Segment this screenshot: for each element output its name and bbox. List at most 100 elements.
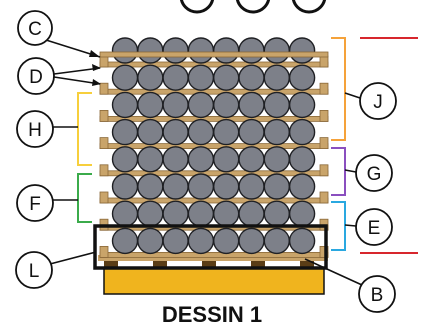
pipe [238, 118, 265, 146]
leader-lines [45, 39, 363, 286]
pipe [212, 227, 240, 255]
pipe [187, 37, 215, 64]
callout-d: D [17, 57, 55, 95]
batten-block [99, 164, 109, 177]
callout-label-d: D [29, 67, 43, 88]
bracket-h [77, 92, 92, 166]
arrowhead-c [89, 50, 100, 57]
batten-block [319, 137, 329, 150]
callout-h: H [16, 110, 54, 148]
leader-b [304, 258, 363, 286]
pallet-slat [128, 261, 143, 269]
pipe [111, 173, 139, 200]
cropped-circle [291, 0, 327, 14]
callout-label-g: G [367, 164, 382, 185]
pipe [187, 118, 215, 146]
pipe [212, 37, 240, 64]
pipe [288, 173, 316, 200]
pallet-slat [104, 261, 118, 269]
wood-batten [99, 170, 329, 177]
pipe [187, 227, 215, 255]
callout-label-f: F [29, 194, 41, 215]
callout-circle-j [359, 82, 397, 120]
pallet-top-board [98, 255, 328, 261]
pipe [137, 37, 164, 64]
callout-circle-g [355, 154, 393, 192]
arrowhead-d-lower [92, 79, 101, 86]
pipe [187, 64, 215, 91]
pallet-slat [153, 261, 167, 269]
leader-j [344, 92, 361, 99]
pallet-base [103, 267, 325, 295]
pipe [263, 64, 290, 91]
pipe [187, 146, 215, 173]
top-cropped-circles [179, 0, 327, 14]
pallet-slat [251, 261, 265, 269]
pipe [238, 146, 265, 173]
pipe [137, 227, 164, 255]
pallet-slat [202, 261, 216, 269]
pipe [263, 118, 290, 146]
pipe [111, 37, 139, 64]
pipe [212, 146, 240, 173]
callout-j: J [359, 82, 397, 120]
batten-block [99, 55, 109, 68]
callout-f: F [16, 184, 54, 222]
pipe [137, 173, 164, 200]
leader-d-lower [53, 76, 101, 85]
callout-circle-f [16, 184, 54, 222]
pallet [98, 255, 328, 295]
pipe [238, 64, 265, 91]
pipe [288, 146, 316, 173]
batten-block [99, 191, 109, 204]
pipe [162, 91, 189, 119]
callout-label-j: J [373, 92, 383, 113]
bracket-g [331, 147, 346, 196]
leader-d-upper [53, 67, 101, 75]
pipe [263, 200, 290, 227]
pipe [162, 173, 189, 200]
callout-b: B [358, 275, 396, 313]
pallet-slats [104, 261, 314, 269]
callout-l: L [15, 251, 53, 289]
wood-batten [99, 197, 329, 204]
batten-block [319, 110, 329, 122]
pipe [288, 118, 316, 146]
batten-block [319, 55, 329, 68]
callout-label-c: C [28, 19, 42, 40]
pipe [238, 227, 265, 255]
pipe [187, 91, 215, 119]
callout-e: E [355, 208, 393, 246]
pipe [238, 37, 265, 64]
pipe [288, 227, 316, 255]
wood-batten [99, 116, 329, 122]
cropped-circle [179, 0, 215, 14]
pallet-slat [177, 261, 192, 269]
bracket-e [331, 201, 346, 251]
pipe [187, 173, 215, 200]
pipe [263, 227, 290, 255]
cropped-circle [235, 0, 271, 14]
pipe [212, 91, 240, 119]
batten-block [99, 137, 109, 150]
pipe [212, 173, 240, 200]
pipe [162, 200, 189, 227]
pipe [263, 173, 290, 200]
pipe [111, 64, 139, 91]
pipe [212, 200, 240, 227]
callout-label-l: L [29, 261, 40, 282]
pipe [288, 91, 316, 119]
callout-label-b: B [371, 285, 384, 306]
leader-l [49, 251, 97, 265]
callout-label-h: H [28, 120, 42, 141]
callout-circle-l [15, 251, 53, 289]
pipe-stack [99, 37, 329, 258]
pipe [137, 91, 164, 119]
pipe [288, 64, 316, 91]
pipe [111, 227, 139, 255]
pipe [162, 37, 189, 64]
pipe [137, 118, 164, 146]
top-batten [99, 51, 329, 58]
callout-circle-d [17, 57, 55, 95]
